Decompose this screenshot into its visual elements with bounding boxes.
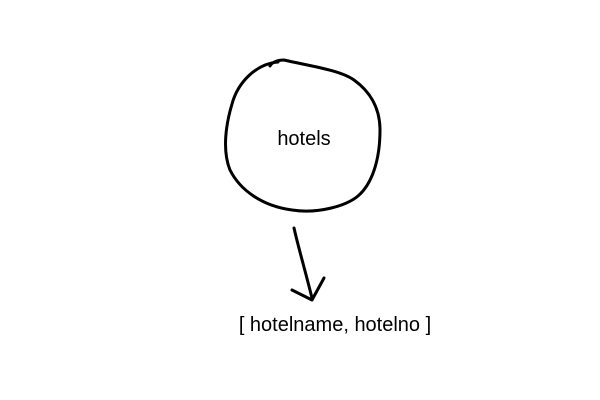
hotels-circle <box>224 58 382 213</box>
arrow-shaft <box>292 226 314 300</box>
node-label-hotels: hotels <box>277 128 331 150</box>
arrow-head <box>290 276 326 302</box>
output-fields-label: [ hotelname, hotelno ] <box>238 314 432 336</box>
